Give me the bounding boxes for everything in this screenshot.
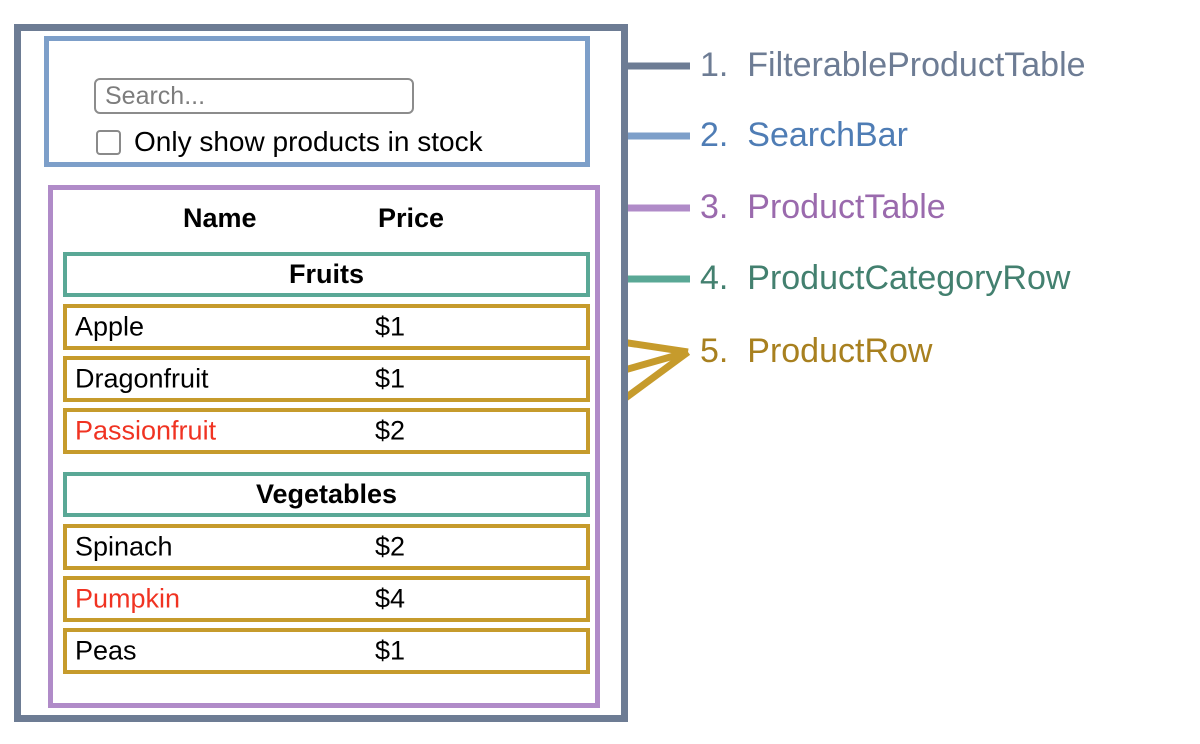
legend-item-productrow: 5. ProductRow bbox=[700, 334, 932, 368]
product-category-row-fruits: Fruits bbox=[63, 252, 590, 297]
product-category-row-vegetables: Vegetables bbox=[63, 472, 590, 517]
search-bar-frame: Search... Only show products in stock bbox=[44, 36, 590, 167]
legend-label: ProductTable bbox=[747, 188, 946, 226]
product-row-apple: Apple $1 bbox=[63, 304, 590, 350]
legend-number: 4. bbox=[700, 259, 738, 297]
product-row-passionfruit: Passionfruit $2 bbox=[63, 408, 590, 454]
legend-label: FilterableProductTable bbox=[747, 46, 1086, 84]
product-row-peas: Peas $1 bbox=[63, 628, 590, 674]
product-price: $2 bbox=[375, 415, 406, 446]
product-table-body: Name Price Fruits Apple $1 Dragonfruit $… bbox=[53, 190, 595, 703]
product-price: $1 bbox=[375, 363, 406, 394]
in-stock-checkbox[interactable] bbox=[96, 129, 121, 155]
legend-number: 2. bbox=[700, 116, 738, 154]
legend-item-searchbar: 2. SearchBar bbox=[700, 118, 908, 152]
product-name: Pumpkin bbox=[75, 583, 181, 614]
product-price: $1 bbox=[375, 635, 406, 666]
legend-item-productcategoryrow: 4. ProductCategoryRow bbox=[700, 261, 1070, 295]
product-table-header-row: Name Price bbox=[53, 198, 595, 238]
product-price: $4 bbox=[375, 583, 406, 614]
product-row-spinach: Spinach $2 bbox=[63, 524, 590, 570]
legend-item-producttable: 3. ProductTable bbox=[700, 190, 946, 224]
category-label: Fruits bbox=[288, 259, 364, 289]
product-table-frame: Name Price Fruits Apple $1 Dragonfruit $… bbox=[48, 185, 600, 708]
product-price: $1 bbox=[375, 311, 406, 342]
legend-item-filterableproducttable: 1. FilterableProductTable bbox=[700, 48, 1086, 82]
product-name: Dragonfruit bbox=[75, 363, 209, 394]
product-row-pumpkin: Pumpkin $4 bbox=[63, 576, 590, 622]
column-header-price: Price bbox=[378, 202, 445, 233]
column-header-name: Name bbox=[183, 202, 257, 233]
product-name: Passionfruit bbox=[75, 415, 217, 446]
legend-number: 1. bbox=[700, 46, 738, 84]
product-name: Peas bbox=[75, 635, 137, 666]
legend-number: 3. bbox=[700, 188, 738, 226]
category-label: Vegetables bbox=[255, 479, 398, 509]
legend-label: ProductRow bbox=[747, 332, 933, 370]
legend-number: 5. bbox=[700, 332, 738, 370]
search-input[interactable]: Search... bbox=[94, 78, 414, 114]
product-name: Spinach bbox=[75, 531, 173, 562]
legend-label: ProductCategoryRow bbox=[747, 259, 1071, 297]
product-price: $2 bbox=[375, 531, 406, 562]
legend-label: SearchBar bbox=[747, 116, 908, 154]
in-stock-filter-row[interactable]: Only show products in stock bbox=[96, 128, 483, 156]
product-name: Apple bbox=[75, 311, 145, 342]
product-row-dragonfruit: Dragonfruit $1 bbox=[63, 356, 590, 402]
search-input-placeholder: Search... bbox=[105, 81, 206, 110]
in-stock-checkbox-label: Only show products in stock bbox=[134, 126, 483, 157]
